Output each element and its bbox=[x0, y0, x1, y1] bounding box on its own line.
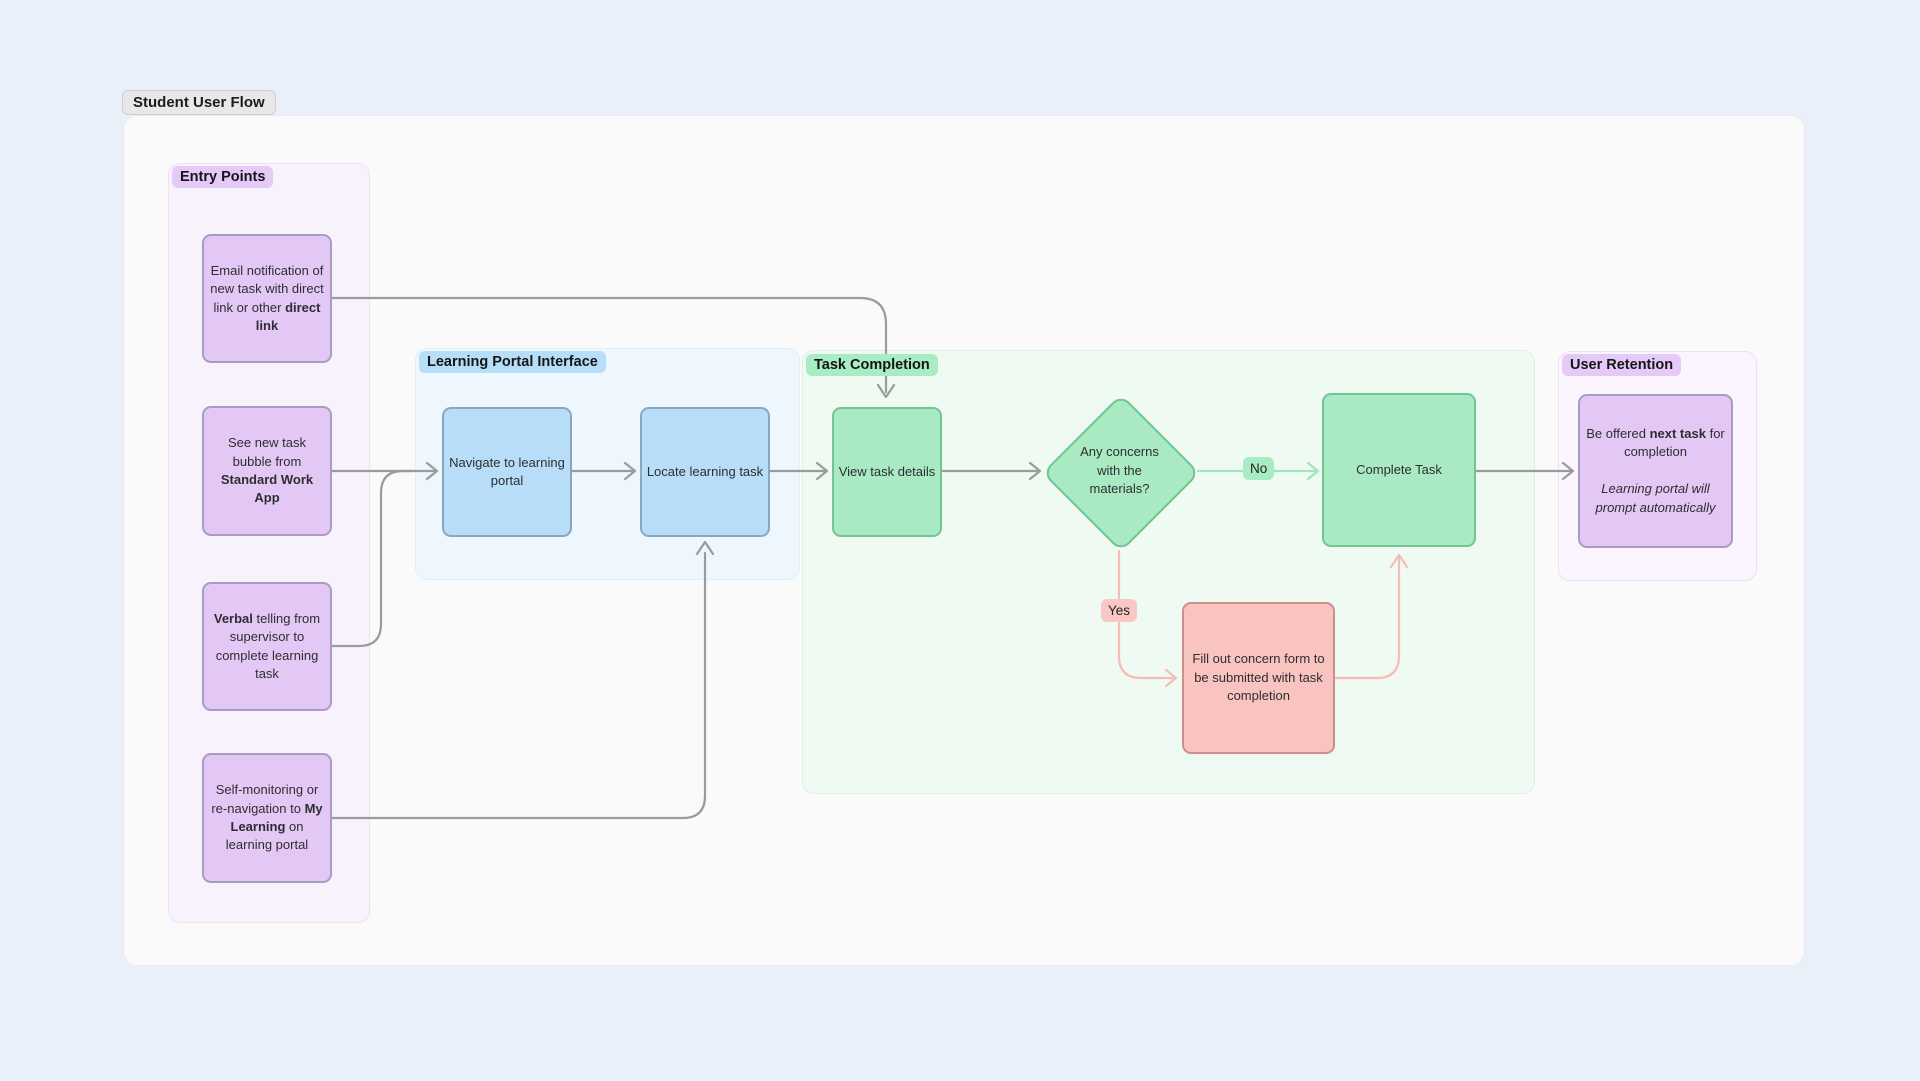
node-new-task-bubble: See new task bubble from Standard Work A… bbox=[202, 406, 332, 536]
node-complete-task: Complete Task bbox=[1322, 393, 1476, 547]
group-label-entry-points: Entry Points bbox=[172, 166, 274, 188]
edge-locate-to-view bbox=[768, 461, 829, 481]
node-verbal-telling: Verbal telling from supervisor to comple… bbox=[202, 582, 332, 711]
group-label-learning-portal-interface: Learning Portal Interface bbox=[419, 351, 606, 373]
node-email-notification: Email notification of new task with dire… bbox=[202, 234, 332, 363]
node-navigate-portal: Navigate to learning portal bbox=[442, 407, 572, 537]
node-self-monitoring: Self-monitoring or re-navigation to My L… bbox=[202, 753, 332, 883]
group-label-task-completion: Task Completion bbox=[806, 354, 938, 376]
edge-navigate-to-locate bbox=[570, 461, 637, 481]
node-view-task-details: View task details bbox=[832, 407, 942, 537]
node-concern-form: Fill out concern form to be submitted wi… bbox=[1182, 602, 1335, 754]
edge-form-to-complete bbox=[1333, 553, 1409, 680]
edge-decision-yes-to-form bbox=[1117, 549, 1178, 688]
edge-bubble-to-navigate bbox=[330, 461, 439, 481]
edge-label-no: No bbox=[1243, 457, 1275, 480]
edge-label-yes: Yes bbox=[1101, 599, 1138, 622]
edge-verbal-merge bbox=[330, 469, 414, 648]
diagram-title: Student User Flow bbox=[122, 90, 276, 115]
edge-complete-to-retention bbox=[1474, 461, 1575, 481]
group-label-user-retention: User Retention bbox=[1562, 354, 1682, 376]
edge-email-to-view bbox=[330, 296, 896, 399]
edge-view-to-decision bbox=[940, 461, 1042, 481]
edge-selfmon-to-locate bbox=[330, 540, 715, 820]
node-decision-text: Any concerns with the materials? bbox=[1080, 444, 1159, 497]
node-locate-task: Locate learning task bbox=[640, 407, 770, 537]
